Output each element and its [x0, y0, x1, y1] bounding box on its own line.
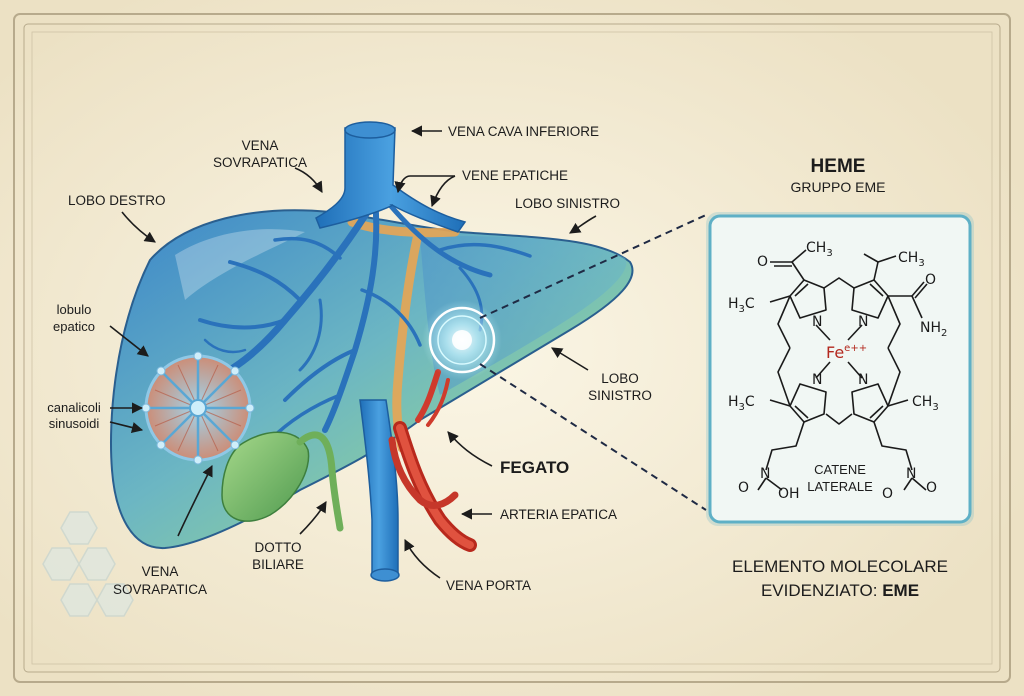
ornamental-frame [13, 13, 1011, 683]
label-arteria-epatica: ARTERIA EPATICA [500, 507, 617, 522]
label-fegato: FEGATO [500, 458, 569, 477]
dotto-biliare [296, 431, 344, 532]
label-dotto-biliare-line1: DOTTO [255, 540, 302, 555]
atom-o-amide: O [925, 272, 936, 288]
heme-panel-subtitle: GRUPPO EME [791, 179, 886, 195]
label-vena-porta: VENA PORTA [446, 578, 531, 593]
decorative-hexagons [42, 511, 134, 617]
leader-arrows [109, 125, 597, 579]
label-sinusoidi: sinusoidi [49, 416, 100, 431]
label-vena-sovrapatica-top-line2: SOVRAPATICA [213, 155, 307, 170]
label-catene-line2: LATERALE [807, 479, 873, 494]
liver-gloss [175, 229, 305, 300]
group-ch3-isopropyl: CH3 [898, 250, 925, 269]
group-oh: OH [778, 486, 800, 502]
label-lobo-sinistro-mid-line1: LOBO [601, 371, 639, 386]
liver [110, 121, 634, 582]
atom-o-chain-right-a: O [882, 486, 893, 502]
atom-o-chain-right-b: O [926, 480, 937, 496]
group-h3c-upper: H3C [728, 296, 755, 315]
label-catene-line1: CATENE [814, 462, 866, 477]
label-lobulo-epatico-line2: epatico [53, 319, 95, 334]
hepatic-vein-branches [198, 196, 532, 442]
group-ch3-top: CH3 [806, 240, 833, 259]
arteria-epatica [388, 369, 477, 552]
caption-line2: EVIDENZIATO: EME [761, 581, 919, 600]
atom-n-top-left: N [812, 314, 822, 330]
group-ch3-lower: CH3 [912, 394, 939, 413]
gallbladder [221, 431, 310, 522]
atom-n-bottom-right: N [858, 372, 868, 388]
vena-porta-opening [370, 568, 400, 582]
heme-highlight-glow [422, 300, 502, 380]
label-canalicoli: canalicoli [47, 400, 101, 415]
label-lobo-sinistro-top: LOBO SINISTRO [515, 196, 620, 211]
atom-fe: Fee++ [826, 343, 867, 362]
label-lobulo-epatico-line1: lobulo [57, 302, 92, 317]
caption-line1: ELEMENTO MOLECOLARE [732, 557, 948, 576]
label-dotto-biliare-line2: BILIARE [252, 557, 304, 572]
connector-lines [479, 214, 707, 511]
label-vena-cava-inferiore: VENA CAVA INFERIORE [448, 124, 599, 139]
anatomy-labels: VENA CAVA INFERIORE VENA SOVRAPATICA VEN… [47, 124, 652, 597]
label-vena-sovrapatica-top-line1: VENA [242, 138, 279, 153]
vena-cava-opening [344, 121, 396, 139]
label-vene-epatiche: VENE EPATICHE [462, 168, 568, 183]
atom-o-chain-left: O [738, 480, 749, 496]
atom-n-top-right: N [858, 314, 868, 330]
vena-cava-inferiore [315, 127, 467, 233]
label-vena-sovrapatica-bottom-line2: SOVRAPATICA [113, 582, 207, 597]
atom-n-chain-left: N [760, 466, 770, 482]
heme-panel-title: HEME [811, 156, 866, 177]
atom-n-bottom-left: N [812, 372, 822, 388]
label-lobo-sinistro-mid-line2: SINISTRO [588, 388, 652, 403]
group-h3c-lower: H3C [728, 394, 755, 413]
atom-o-acetyl: O [757, 254, 768, 270]
heme-atom-labels: N N N N Fee++ O CH3 CH3 O NH2 H3C H3C CH… [728, 240, 947, 502]
group-nh2: NH2 [920, 320, 947, 339]
heme-structure-panel: N N N N Fee++ O CH3 CH3 O NH2 H3C H3C CH… [706, 212, 974, 526]
atom-n-chain-right: N [906, 466, 916, 482]
lobulo-epatico [141, 351, 255, 465]
porphyrin-ring [757, 249, 928, 491]
label-lobo-destro: LOBO DESTRO [68, 193, 166, 208]
label-vena-sovrapatica-bottom-line1: VENA [142, 564, 179, 579]
